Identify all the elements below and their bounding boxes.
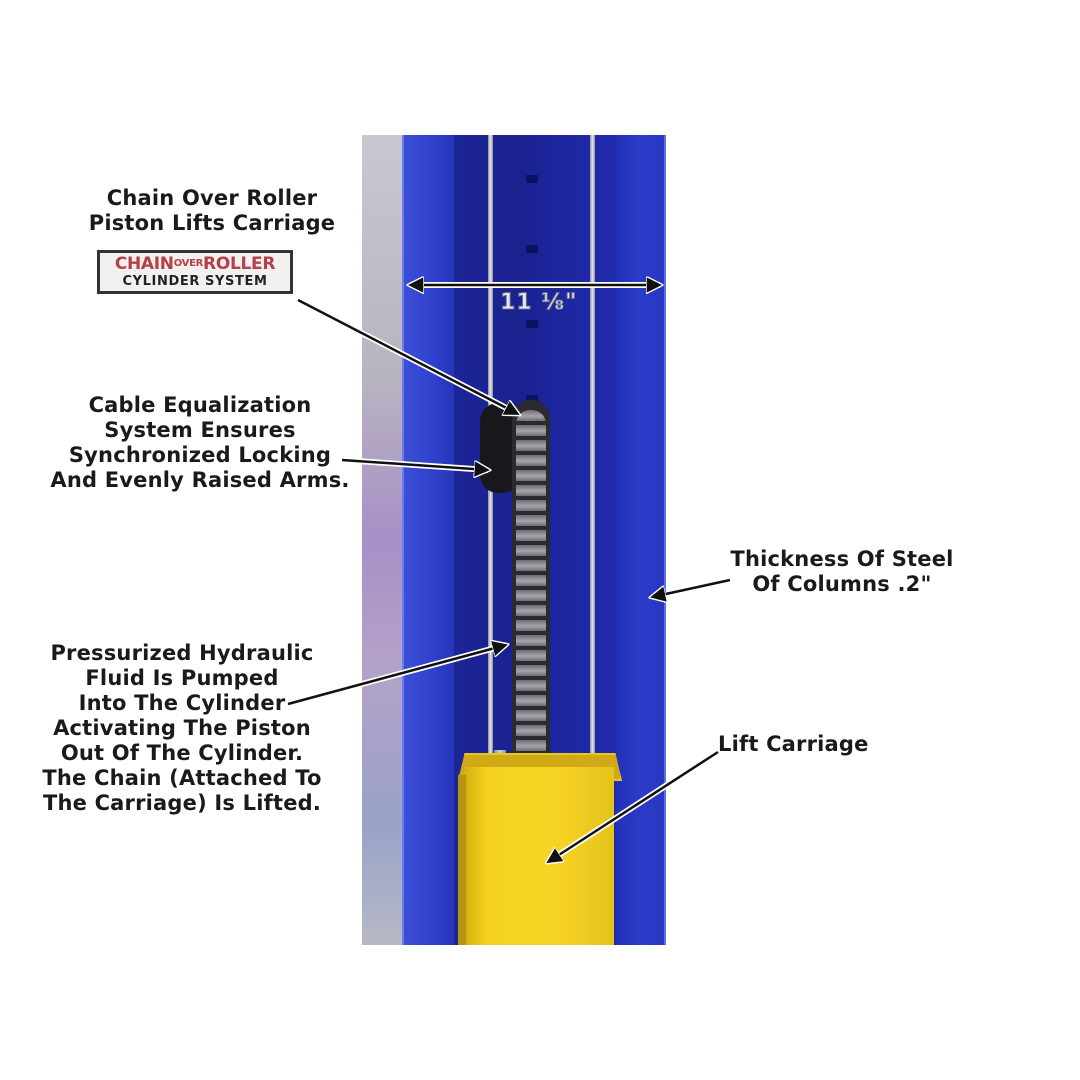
badge-title: CHAINOVERROLLER <box>100 254 290 274</box>
callout-line: Fluid Is Pumped <box>85 666 279 690</box>
callout-line: The Carriage) Is Lifted. <box>42 791 322 815</box>
column-right-flange <box>616 135 666 945</box>
callout-steel-thickness: Thickness Of Steel Of Columns .2" <box>712 547 972 597</box>
equalization-cable-right <box>590 135 595 945</box>
callout-line: Out Of The Cylinder. <box>60 741 304 765</box>
callout-cable-equalization: Cable Equalization System Ensures Synchr… <box>30 393 370 493</box>
callout-hydraulic-fluid: Pressurized Hydraulic Fluid Is Pumped In… <box>22 641 342 816</box>
callout-line: Thickness Of Steel <box>730 547 954 571</box>
callout-lift-carriage: Lift Carriage <box>718 732 898 757</box>
badge-over-text: OVER <box>173 258 204 269</box>
width-dimension-label: 11 ⅛" <box>500 290 578 316</box>
carriage-edge <box>458 775 466 945</box>
callout-chain-over-roller: Chain Over Roller Piston Lifts Carriage <box>62 186 362 236</box>
callout-line: Chain Over Roller <box>106 186 318 210</box>
callout-line: System Ensures <box>104 418 296 442</box>
callout-line: The Chain (Attached To <box>42 766 322 790</box>
badge-roller-text: ROLLER <box>203 254 276 274</box>
callout-line: Pressurized Hydraulic <box>50 641 314 665</box>
callout-line: Synchronized Locking <box>68 443 332 467</box>
background-wall <box>362 135 402 945</box>
callout-line: Into The Cylinder <box>78 691 286 715</box>
lift-column-photo <box>362 135 666 945</box>
lift-carriage <box>464 767 614 945</box>
callout-line: Activating The Piston <box>53 716 311 740</box>
equalization-cable-left <box>488 135 493 945</box>
badge-chain-text: CHAIN <box>114 254 174 274</box>
column-left-flange <box>402 135 456 945</box>
callout-line: And Evenly Raised Arms. <box>50 468 350 492</box>
chain-over-roller-badge: CHAINOVERROLLER CYLINDER SYSTEM <box>97 250 293 294</box>
badge-subtitle: CYLINDER SYSTEM <box>122 274 268 289</box>
callout-line: Cable Equalization <box>88 393 312 417</box>
callout-line: Lift Carriage <box>718 732 869 756</box>
callout-line: Piston Lifts Carriage <box>88 211 336 235</box>
callout-line: Of Columns .2" <box>752 572 932 596</box>
